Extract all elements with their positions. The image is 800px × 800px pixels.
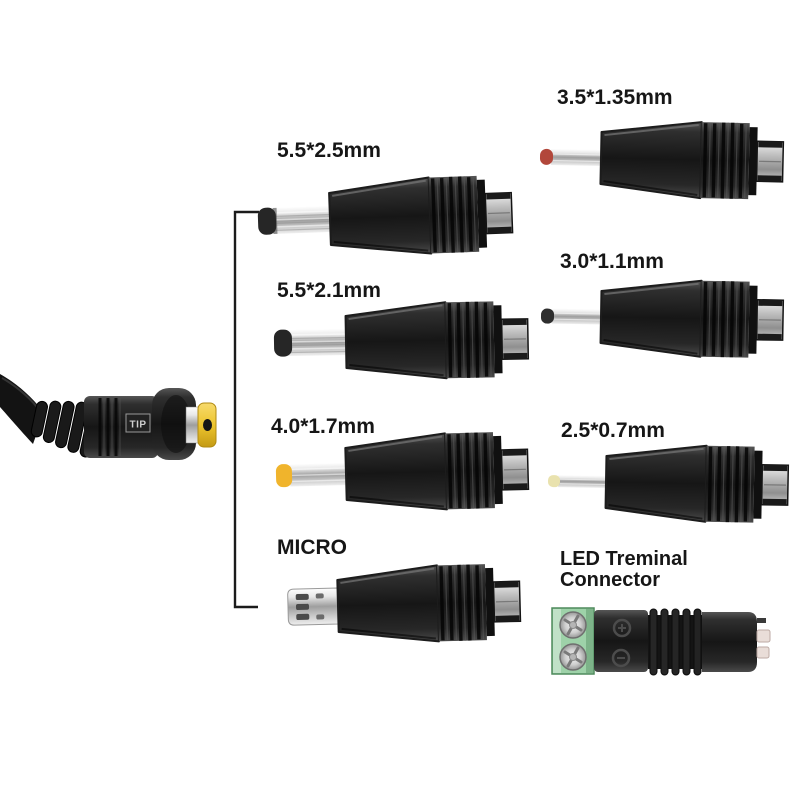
terminal-screw bbox=[559, 611, 587, 639]
jack-barrel bbox=[702, 612, 757, 672]
pin-tip bbox=[273, 329, 293, 357]
plug-pin bbox=[557, 475, 609, 489]
adapter-label-5-5x2-5: 5.5*2.5mm bbox=[277, 139, 381, 162]
pin-tip bbox=[547, 475, 561, 488]
dc-plug-5-5x2-5 bbox=[257, 172, 515, 259]
terminal-screw bbox=[559, 643, 587, 671]
adapter-label-led-terminal: LED Treminal Connector bbox=[560, 549, 688, 591]
tip-marking-plate bbox=[125, 413, 151, 433]
polarity-minus-emboss bbox=[611, 648, 631, 668]
adapter-label-3-5x1-35: 3.5*1.35mm bbox=[557, 86, 673, 109]
plug-barrel bbox=[84, 396, 158, 458]
adapter-label-5-5x2-1: 5.5*2.1mm bbox=[277, 279, 381, 302]
pin-tip bbox=[275, 464, 293, 488]
polarity-plus-emboss bbox=[612, 618, 632, 638]
micro-usb-adapter bbox=[287, 561, 523, 646]
dc-plug-3-0x1-1 bbox=[540, 277, 786, 360]
plug-pin bbox=[550, 148, 604, 167]
dc-plug-3-5x1-35 bbox=[539, 118, 786, 202]
led-label-line1: LED Treminal bbox=[560, 548, 688, 570]
pin-tip bbox=[539, 148, 554, 165]
led-label-line2: Connector bbox=[560, 569, 660, 591]
micro-usb-plug bbox=[287, 587, 339, 626]
jack-pin bbox=[757, 618, 766, 623]
adapter-label-micro: MICRO bbox=[277, 536, 347, 559]
pin-tip bbox=[540, 308, 555, 324]
tip-marking-text: TIP bbox=[129, 420, 146, 431]
jack-pin bbox=[756, 646, 770, 659]
pin-tip bbox=[257, 207, 277, 235]
led-terminal-connector bbox=[551, 607, 771, 676]
adapter-label-4-0x1-7: 4.0*1.7mm bbox=[271, 415, 375, 438]
connector-housing bbox=[594, 610, 648, 672]
adapter-label-2-5x0-7: 2.5*0.7mm bbox=[561, 419, 665, 442]
cable-plug: TIP bbox=[0, 374, 217, 460]
plug-pin bbox=[551, 308, 604, 325]
dc-plug-5-5x2-1 bbox=[273, 299, 531, 382]
jack-pin bbox=[756, 629, 771, 643]
connection-bracket bbox=[233, 210, 259, 609]
adapter-label-3-0x1-1: 3.0*1.1mm bbox=[560, 250, 664, 273]
dc-plug-4-0x1-7 bbox=[275, 429, 531, 514]
dc-plug-2-5x0-7 bbox=[547, 442, 791, 525]
